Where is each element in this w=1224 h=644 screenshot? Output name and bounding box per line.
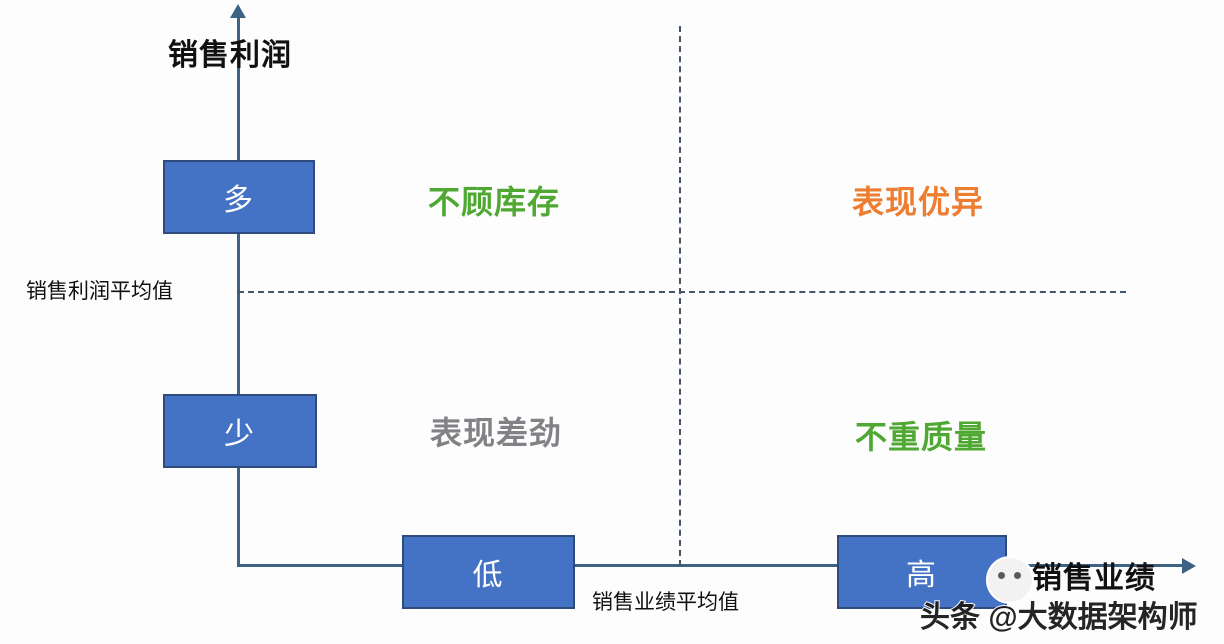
- x-axis-line: [237, 564, 1185, 567]
- performance-mean-label: 销售业绩平均值: [592, 591, 739, 614]
- profit-mean-dashed-line: [238, 291, 1126, 293]
- x-axis-title: 销售业绩: [1032, 562, 1156, 595]
- y-axis-line: [237, 14, 240, 566]
- quadrant-label-top-left: 不顾库存: [428, 184, 561, 220]
- y-axis-arrowhead-icon: [230, 4, 246, 18]
- quadrant-label-top-right: 表现优异: [852, 184, 985, 220]
- performance-mean-dashed-line: [679, 26, 681, 566]
- quadrant-label-bottom-right: 不重质量: [855, 419, 988, 455]
- y-level-box-few[interactable]: 少: [163, 394, 317, 468]
- watermark-text: 头条 @大数据架构师: [919, 600, 1199, 635]
- quadrant-label-bottom-left: 表现差劲: [430, 415, 563, 451]
- profit-mean-label: 销售利润平均值: [26, 280, 173, 303]
- x-level-box-low[interactable]: 低: [402, 535, 575, 609]
- x-axis-arrowhead-icon: [1182, 558, 1196, 574]
- y-axis-title: 销售利润: [168, 39, 292, 72]
- y-level-box-many[interactable]: 多: [163, 160, 315, 234]
- x-level-box-high[interactable]: 高: [837, 535, 1007, 609]
- watermark-avatar-icon: [986, 556, 1034, 604]
